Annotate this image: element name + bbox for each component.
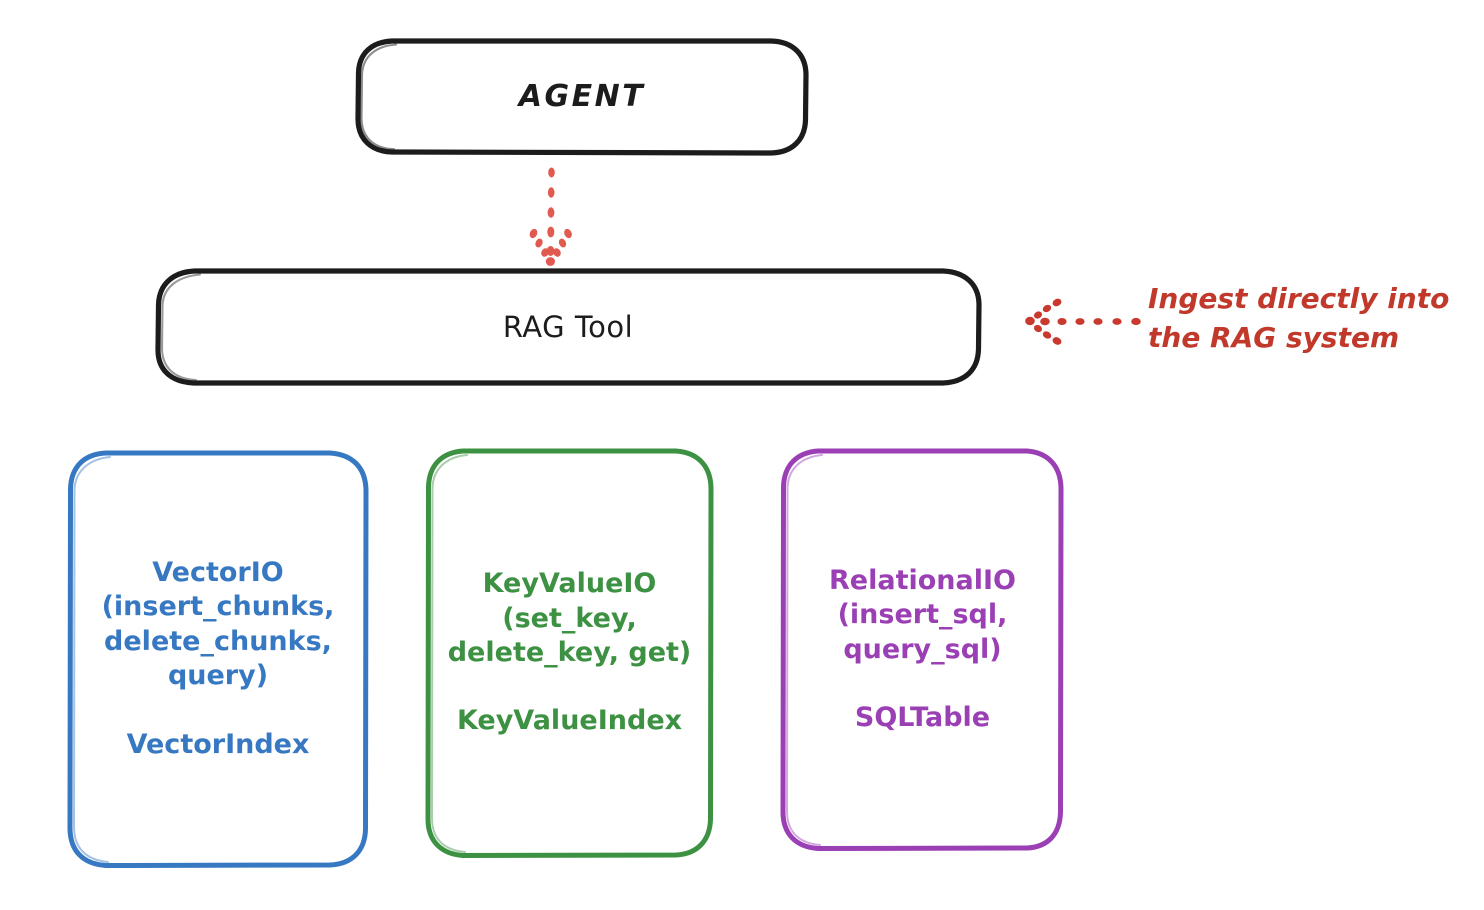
relational-io-node[interactable] bbox=[780, 448, 1064, 851]
keyvalue-io-box-outline-sketch bbox=[430, 454, 468, 853]
ingest-arrow bbox=[1025, 298, 1141, 345]
keyvalue-io-box-outline bbox=[425, 448, 714, 858]
vector-io-box-outline bbox=[67, 450, 369, 868]
agent-box-outline-sketch bbox=[360, 43, 398, 151]
keyvalue-io-node[interactable] bbox=[425, 448, 714, 858]
relational-io-box-outline bbox=[780, 448, 1064, 851]
vector-io-node[interactable] bbox=[67, 450, 369, 868]
agent-box-outline bbox=[355, 38, 809, 156]
rag-tool-box-outline bbox=[155, 268, 982, 386]
agent-node[interactable] bbox=[355, 38, 809, 156]
relational-io-box-outline-sketch bbox=[785, 454, 823, 846]
agent-to-rag-arrow bbox=[529, 167, 572, 266]
rag-tool-node[interactable] bbox=[155, 268, 982, 386]
vector-io-box-outline-sketch bbox=[72, 456, 111, 863]
rag-tool-box-outline-sketch bbox=[160, 273, 202, 382]
